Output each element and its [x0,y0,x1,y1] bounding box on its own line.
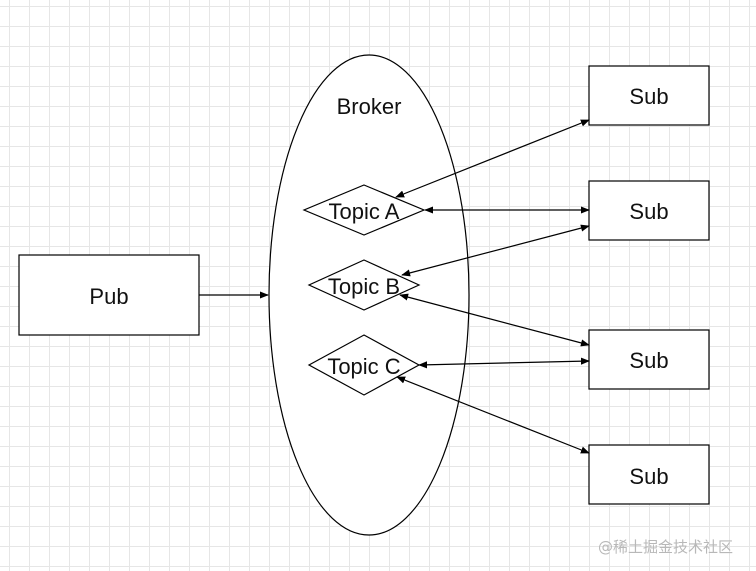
subscriber-box-1 [588,65,710,126]
topic-b-label: Topic B [328,274,400,299]
subscriber-label-2: Sub [629,199,668,224]
topic-c-diamond [307,334,421,396]
edge-topic-c-sub-4 [396,376,590,454]
edge-topic-b-sub-2 [401,224,590,277]
edge-topic-c-sub-3 [418,357,590,369]
subscriber-box-2 [588,180,710,241]
edge-topic-b-sub-3 [399,293,590,347]
edge-topic-a-sub-1 [395,119,590,198]
subscriber-label-4: Sub [629,464,668,489]
subscriber-box-3 [588,329,710,390]
subscriber-box-4 [588,444,710,505]
publisher-box [18,254,200,336]
topic-b-diamond [307,259,421,311]
topic-c-label: Topic C [327,354,400,379]
watermark-text: @稀土掘金技术社区 [598,538,734,556]
subscriber-label-3: Sub [629,348,668,373]
broker-label: Broker [337,94,402,119]
topic-a-diamond [302,184,426,236]
subscriber-label-1: Sub [629,84,668,109]
publisher-label: Pub [89,284,128,309]
topic-a-label: Topic A [329,199,400,224]
